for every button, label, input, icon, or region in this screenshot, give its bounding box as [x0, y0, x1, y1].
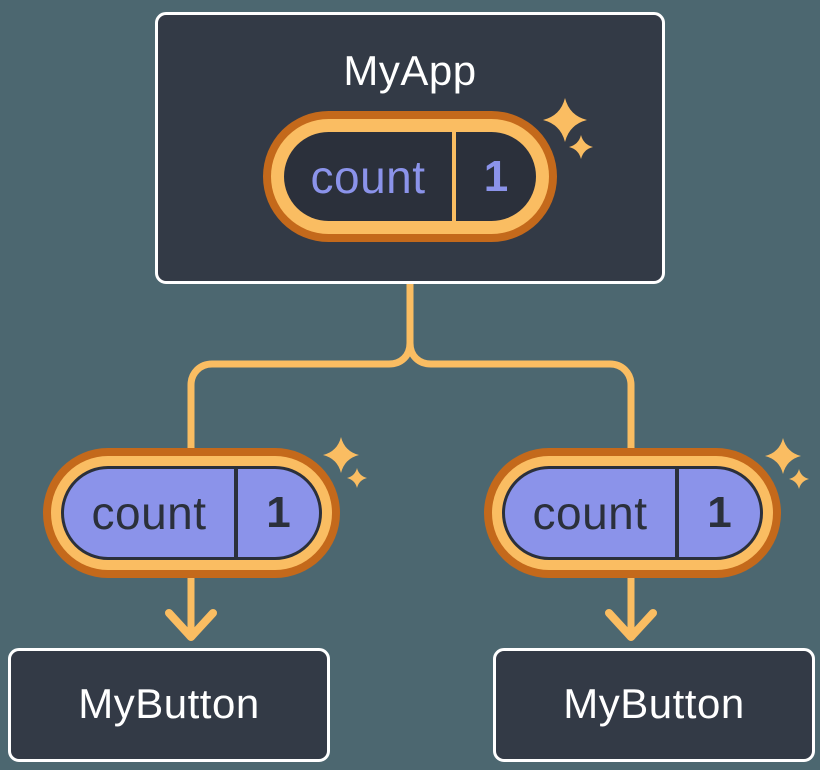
component-node-mybutton-right: MyButton	[493, 648, 815, 762]
sparkle-icon	[765, 438, 801, 474]
component-node-mybutton-left: MyButton	[8, 648, 330, 762]
pill-divider	[452, 132, 456, 221]
component-title: MyButton	[78, 680, 260, 728]
state-pill-root: count 1	[263, 111, 557, 242]
component-title: MyButton	[563, 680, 745, 728]
sparkle-icon	[347, 468, 367, 488]
state-value: 1	[707, 488, 732, 537]
sparkle-icon	[789, 469, 809, 489]
sparkle-icon	[323, 437, 359, 473]
pill-body: count 1	[502, 466, 763, 560]
state-label: count	[310, 150, 426, 203]
component-title: MyApp	[343, 47, 477, 94]
state-label: count	[91, 487, 207, 539]
state-value: 1	[266, 488, 291, 537]
pill-body: count 1	[61, 466, 322, 560]
state-pill-right-child: count 1	[484, 448, 781, 578]
pill-body: count 1	[284, 132, 536, 221]
state-value: 1	[483, 151, 509, 201]
state-label: count	[532, 487, 648, 539]
arrow-down-icon	[165, 609, 217, 641]
pill-divider	[675, 469, 680, 557]
state-pill-left-child: count 1	[43, 448, 340, 578]
arrow-down-icon	[605, 609, 657, 641]
